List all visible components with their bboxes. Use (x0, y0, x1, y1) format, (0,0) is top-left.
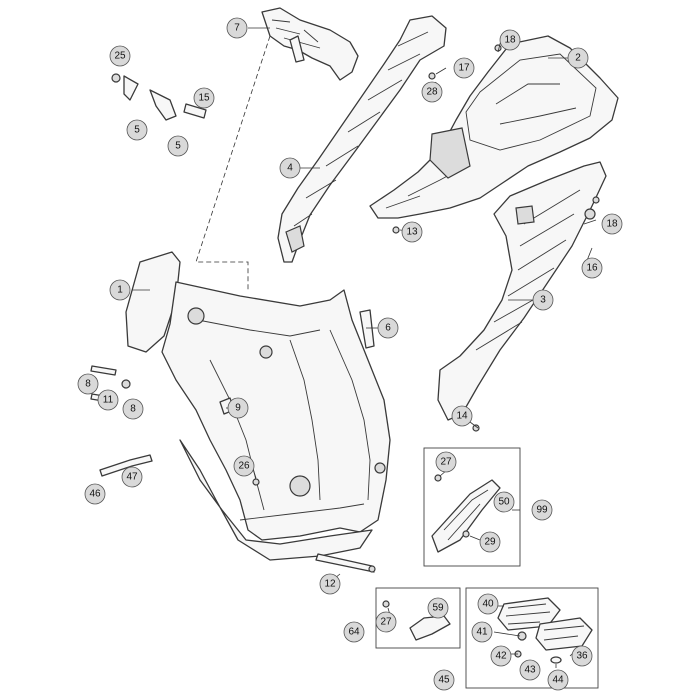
callout-17: 17 (453, 57, 475, 79)
svg-text:59: 59 (432, 603, 444, 614)
svg-text:4: 4 (287, 163, 293, 174)
callout-5b: 5 (167, 135, 189, 157)
callout-59: 59 (427, 597, 449, 619)
part-airbox-3 (437, 161, 607, 421)
part-main-frame-1 (125, 251, 391, 561)
callout-46: 46 (84, 483, 106, 505)
small-parts-left (90, 44, 600, 486)
svg-text:13: 13 (406, 227, 418, 238)
svg-text:50: 50 (498, 497, 510, 508)
callout-15: 15 (193, 87, 215, 109)
callout-27a: 27 (435, 451, 457, 473)
callout-6: 6 (377, 317, 399, 339)
svg-text:15: 15 (198, 93, 210, 104)
callout-18a: 18 (499, 29, 521, 51)
svg-text:16: 16 (586, 263, 598, 274)
svg-text:40: 40 (482, 599, 494, 610)
svg-text:7: 7 (234, 23, 240, 34)
callout-41: 41 (471, 621, 493, 643)
part-subframe-2 (369, 35, 619, 219)
callout-47: 47 (121, 466, 143, 488)
svg-text:43: 43 (524, 665, 536, 676)
callout-36: 36 (571, 645, 593, 667)
callout-43: 43 (519, 659, 541, 681)
callout-2: 2 (567, 47, 589, 69)
group-box-64 (375, 587, 461, 649)
svg-text:18: 18 (504, 35, 516, 46)
part-side-rail-4 (277, 15, 447, 263)
svg-text:45: 45 (438, 675, 450, 686)
svg-text:44: 44 (552, 675, 564, 686)
svg-text:47: 47 (126, 472, 138, 483)
callout-4: 4 (279, 157, 301, 179)
callout-7: 7 (226, 17, 248, 39)
part-long-bolt-12 (315, 553, 376, 573)
callout-27b: 27 (375, 611, 397, 633)
group-box-99 (423, 447, 521, 567)
callout-8b: 8 (122, 398, 144, 420)
callout-11: 11 (97, 389, 119, 411)
svg-text:41: 41 (476, 627, 488, 638)
svg-text:29: 29 (484, 537, 496, 548)
callout-26: 26 (233, 455, 255, 477)
callout-18b: 18 (601, 213, 623, 235)
callout-64: 64 (343, 621, 365, 643)
svg-text:6: 6 (385, 323, 391, 334)
svg-text:27: 27 (380, 617, 392, 628)
svg-text:46: 46 (89, 489, 101, 500)
part-bracket-7 (261, 7, 359, 81)
callout-29: 29 (479, 531, 501, 553)
callout-50: 50 (493, 491, 515, 513)
callout-9: 9 (227, 397, 249, 419)
svg-text:9: 9 (235, 403, 241, 414)
svg-text:1: 1 (117, 285, 123, 296)
callout-13: 13 (401, 221, 423, 243)
svg-text:28: 28 (426, 87, 438, 98)
callout-12: 12 (319, 573, 341, 595)
svg-text:3: 3 (540, 295, 546, 306)
svg-text:11: 11 (103, 395, 114, 406)
callout-8a: 8 (77, 373, 99, 395)
svg-text:5: 5 (134, 125, 140, 136)
svg-text:99: 99 (536, 505, 548, 516)
callout-45: 45 (433, 669, 455, 691)
svg-text:25: 25 (114, 51, 126, 62)
callout-25: 25 (109, 45, 131, 67)
svg-text:26: 26 (238, 461, 250, 472)
svg-text:2: 2 (575, 53, 581, 64)
svg-text:14: 14 (456, 411, 468, 422)
callout-16: 16 (581, 257, 603, 279)
dashed-reference-line (195, 35, 271, 292)
svg-text:36: 36 (576, 651, 588, 662)
callout-28: 28 (421, 81, 443, 103)
svg-text:17: 17 (458, 63, 470, 74)
callout-42: 42 (490, 645, 512, 667)
callout-1: 1 (109, 279, 131, 301)
svg-text:12: 12 (324, 579, 336, 590)
svg-text:64: 64 (348, 627, 360, 638)
svg-text:5: 5 (175, 141, 181, 152)
svg-text:18: 18 (606, 219, 618, 230)
svg-text:27: 27 (440, 457, 452, 468)
callout-14: 14 (451, 405, 473, 427)
callout-3: 3 (532, 289, 554, 311)
svg-text:8: 8 (130, 404, 136, 415)
callout-5a: 5 (126, 119, 148, 141)
callout-40: 40 (477, 593, 499, 615)
callout-44: 44 (547, 669, 569, 691)
svg-text:42: 42 (495, 651, 507, 662)
svg-text:8: 8 (85, 379, 91, 390)
group-box-45 (465, 587, 599, 689)
callout-99: 99 (531, 499, 553, 521)
